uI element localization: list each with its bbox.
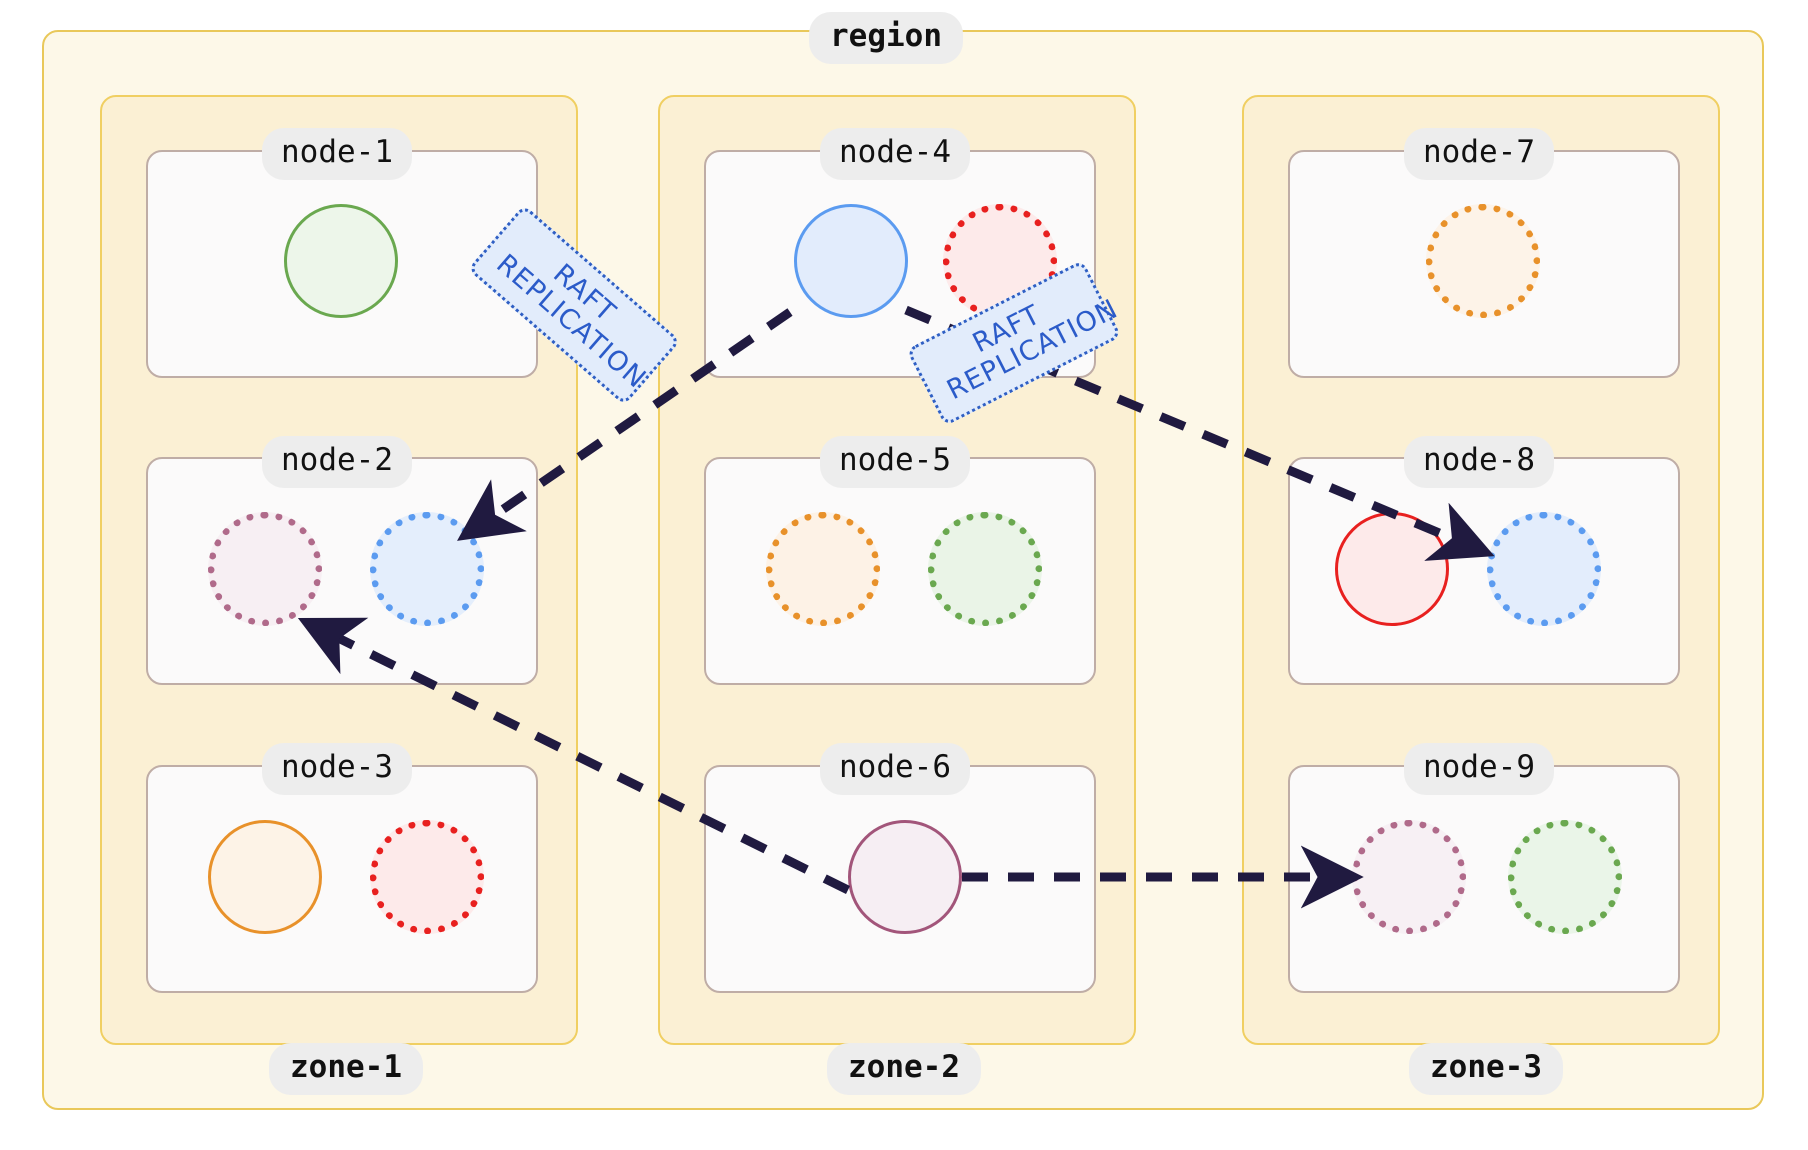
shard-circle-node-3-2 xyxy=(370,820,484,934)
shard-circle-node-2-2 xyxy=(370,512,484,626)
shard-circle-node-9-1 xyxy=(1352,820,1466,934)
shard-circle-node-4-1 xyxy=(794,204,908,318)
shard-circle-node-5-2 xyxy=(928,512,1042,626)
shard-circle-node-8-2 xyxy=(1487,512,1601,626)
shard-circle-node-7-1 xyxy=(1426,204,1540,318)
node-label-node-5: node-5 xyxy=(820,436,970,488)
shard-circle-node-3-1 xyxy=(208,820,322,934)
shard-circle-node-9-2 xyxy=(1508,820,1622,934)
node-label-node-2: node-2 xyxy=(262,436,412,488)
shard-circle-node-6-1 xyxy=(848,820,962,934)
region-label: region xyxy=(809,12,963,64)
zone-label-zone-1: zone-1 xyxy=(269,1043,423,1095)
node-label-node-6: node-6 xyxy=(820,743,970,795)
shard-circle-node-8-1 xyxy=(1335,512,1449,626)
zone-label-zone-3: zone-3 xyxy=(1409,1043,1563,1095)
node-label-node-9: node-9 xyxy=(1404,743,1554,795)
node-label-node-4: node-4 xyxy=(820,128,970,180)
node-label-node-8: node-8 xyxy=(1404,436,1554,488)
node-label-node-3: node-3 xyxy=(262,743,412,795)
zone-label-zone-2: zone-2 xyxy=(827,1043,981,1095)
shard-circle-node-1-1 xyxy=(284,204,398,318)
shard-circle-node-2-1 xyxy=(208,512,322,626)
node-label-node-7: node-7 xyxy=(1404,128,1554,180)
node-label-node-1: node-1 xyxy=(262,128,412,180)
shard-circle-node-5-1 xyxy=(766,512,880,626)
